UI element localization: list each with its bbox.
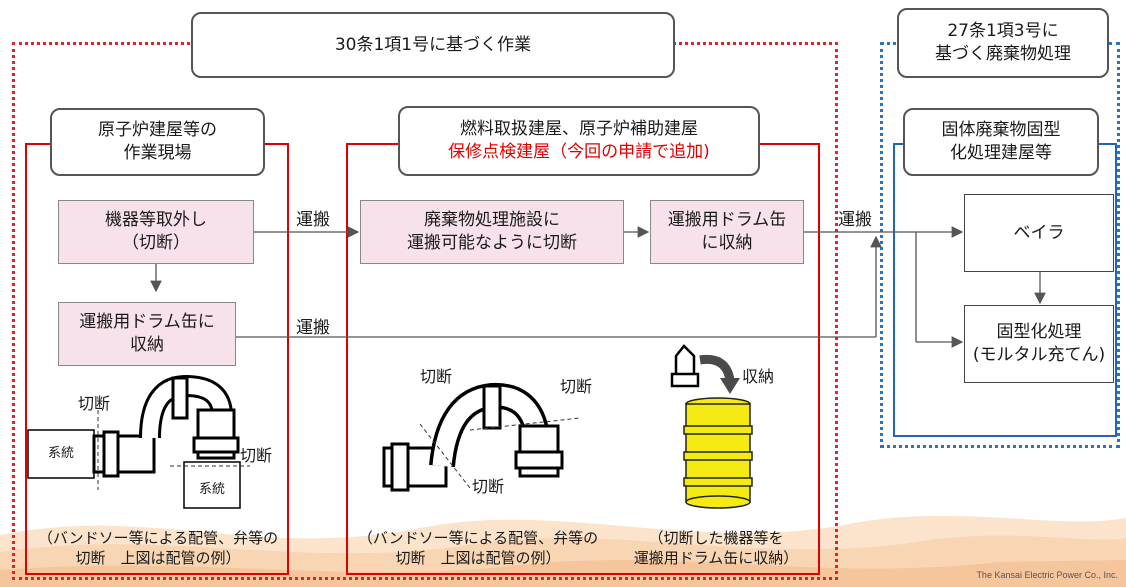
solidify-line2: (モルタル充てん) bbox=[972, 345, 1106, 365]
article27-title: 27条1項3号に 基づく廃棄物処理 bbox=[897, 8, 1109, 78]
mid-caption: （バンドソー等による配管、弁等の 切断 上図は配管の例） bbox=[352, 526, 604, 570]
left-caption-line1: （バンドソー等による配管、弁等の bbox=[37, 528, 279, 547]
baler-box: ベイラ bbox=[964, 194, 1114, 272]
remove-line2: （切断） bbox=[122, 233, 190, 253]
right-caption-line1: （切断した機器等を bbox=[648, 528, 784, 547]
left-cut-label-b: 切断 bbox=[240, 446, 273, 465]
cut-line1: 廃棄物処理施設に bbox=[424, 210, 560, 231]
left-caption-line2: 切断 上図は配管の例） bbox=[75, 549, 241, 567]
store-mid-line1: 運搬用ドラム缶 bbox=[667, 210, 787, 231]
store-left-line2: 収納 bbox=[130, 335, 164, 355]
fuel-title-line1: 燃料取扱建屋、原子炉補助建屋 bbox=[460, 119, 698, 140]
left-system-label-a: 系統 bbox=[47, 446, 74, 462]
mid-caption-line2: 切断 上図は配管の例） bbox=[395, 549, 561, 567]
cut-line2: 運搬可能なように切断 bbox=[407, 233, 577, 253]
left-caption: （バンドソー等による配管、弁等の 切断 上図は配管の例） bbox=[30, 526, 286, 570]
store-drum-mid-box: 運搬用ドラム缶 に収納 bbox=[650, 200, 804, 264]
right-caption-line2: 運搬用ドラム缶に収納） bbox=[633, 549, 799, 567]
store-drum-left-box: 運搬用ドラム缶に 収納 bbox=[58, 302, 236, 366]
store-label: 収納 bbox=[742, 367, 775, 386]
left-system-label-b: 系統 bbox=[198, 482, 225, 498]
solidify-line1: 固型化処理 bbox=[996, 322, 1082, 343]
store-left-line1: 運搬用ドラム缶に bbox=[79, 312, 215, 333]
mid-cut-label-c: 切断 bbox=[420, 367, 453, 386]
remove-line1: 機器等取外し bbox=[105, 210, 207, 231]
mid-cut-label-e: 切断 bbox=[472, 477, 505, 496]
article30-title-text: 30条1項1号に基づく作業 bbox=[334, 34, 532, 55]
mid-cut-label-d: 切断 bbox=[560, 377, 593, 396]
cut-for-transport-box: 廃棄物処理施設に 運搬可能なように切断 bbox=[360, 200, 624, 264]
left-cut-label-a: 切断 bbox=[78, 394, 111, 413]
solid-section-title: 固体廃棄物固型 化処理建屋等 bbox=[903, 108, 1099, 176]
article27-title-line1: 27条1項3号に bbox=[947, 21, 1059, 42]
fuel-section-title: 燃料取扱建屋、原子炉補助建屋 保修点検建屋（今回の申請で追加) bbox=[398, 106, 760, 176]
reactor-title-line2: 作業現場 bbox=[123, 143, 192, 163]
solid-title-line1: 固体廃棄物固型 bbox=[941, 120, 1061, 141]
fuel-title-line2: 保修点検建屋（今回の申請で追加) bbox=[448, 142, 710, 162]
solid-title-line2: 化処理建屋等 bbox=[950, 143, 1052, 163]
reactor-section-title: 原子炉建屋等の 作業現場 bbox=[50, 108, 265, 176]
store-mid-line2: に収納 bbox=[701, 233, 753, 253]
reactor-title-line1: 原子炉建屋等の bbox=[98, 120, 217, 141]
solidify-box: 固型化処理 (モルタル充てん) bbox=[964, 305, 1114, 383]
transport-label-1: 運搬 bbox=[296, 210, 330, 230]
article27-title-line2: 基づく廃棄物処理 bbox=[935, 44, 1071, 64]
right-caption: （切断した機器等を 運搬用ドラム缶に収納） bbox=[614, 526, 818, 570]
transport-label-3: 運搬 bbox=[838, 210, 872, 230]
mid-caption-line1: （バンドソー等による配管、弁等の bbox=[357, 528, 599, 547]
company-credit: The Kansai Electric Power Co., Inc. bbox=[976, 570, 1118, 580]
baler-label: ベイラ bbox=[1013, 222, 1065, 243]
remove-equipment-box: 機器等取外し （切断） bbox=[58, 200, 254, 264]
article30-title: 30条1項1号に基づく作業 bbox=[191, 12, 675, 78]
transport-label-2: 運搬 bbox=[296, 318, 330, 338]
